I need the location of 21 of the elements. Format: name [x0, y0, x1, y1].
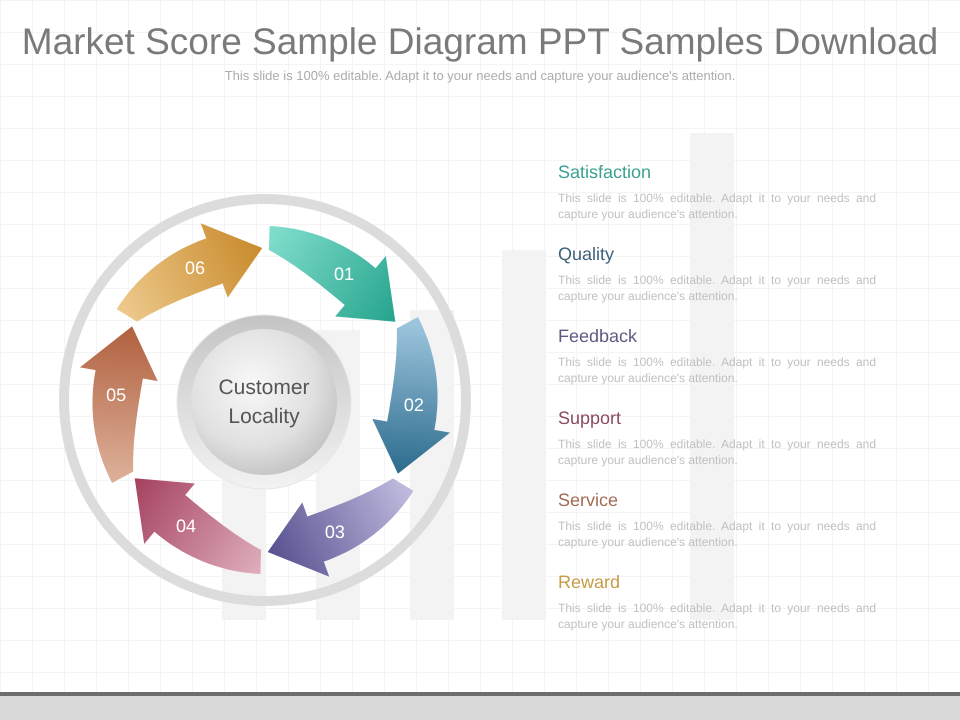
- section-heading: Feedback: [558, 325, 638, 347]
- center-label: Customer Locality: [217, 375, 311, 430]
- step-number: 06: [185, 258, 206, 278]
- step-number: 01: [334, 264, 354, 284]
- section-heading: Service: [558, 489, 618, 511]
- section-heading: Reward: [558, 571, 620, 593]
- slide-title: Market Score Sample Diagram PPT Samples Download: [22, 20, 938, 64]
- section-heading: Quality: [558, 243, 614, 265]
- step-number: 03: [324, 522, 345, 542]
- description-text: This slide is 100% editable. Adapt it to your needs and capture your audience's attention.: [558, 436, 876, 468]
- description-text: This slide is 100% editable. Adapt it to your needs and capture your audience's attention.: [558, 600, 876, 632]
- description-text: This slide is 100% editable. Adapt it to your needs and capture your audience's attention.: [558, 190, 876, 222]
- description-text: This slide is 100% editable. Adapt it to your needs and capture your audience's attention.: [558, 354, 876, 386]
- section-heading: Support: [558, 407, 622, 429]
- section-heading: Satisfaction: [558, 161, 652, 183]
- description-text: This slide is 100% editable. Adapt it to your needs and capture your audience's attention.: [558, 518, 876, 550]
- description-text: This slide is 100% editable. Adapt it to your needs and capture your audience's attention.: [558, 272, 876, 304]
- step-number: 04: [176, 516, 196, 536]
- step-number: 02: [404, 395, 424, 416]
- step-number: 05: [106, 384, 126, 405]
- subtitle: This slide is 100% editable. Adapt it to your needs and capture your audience's attention.: [224, 68, 736, 84]
